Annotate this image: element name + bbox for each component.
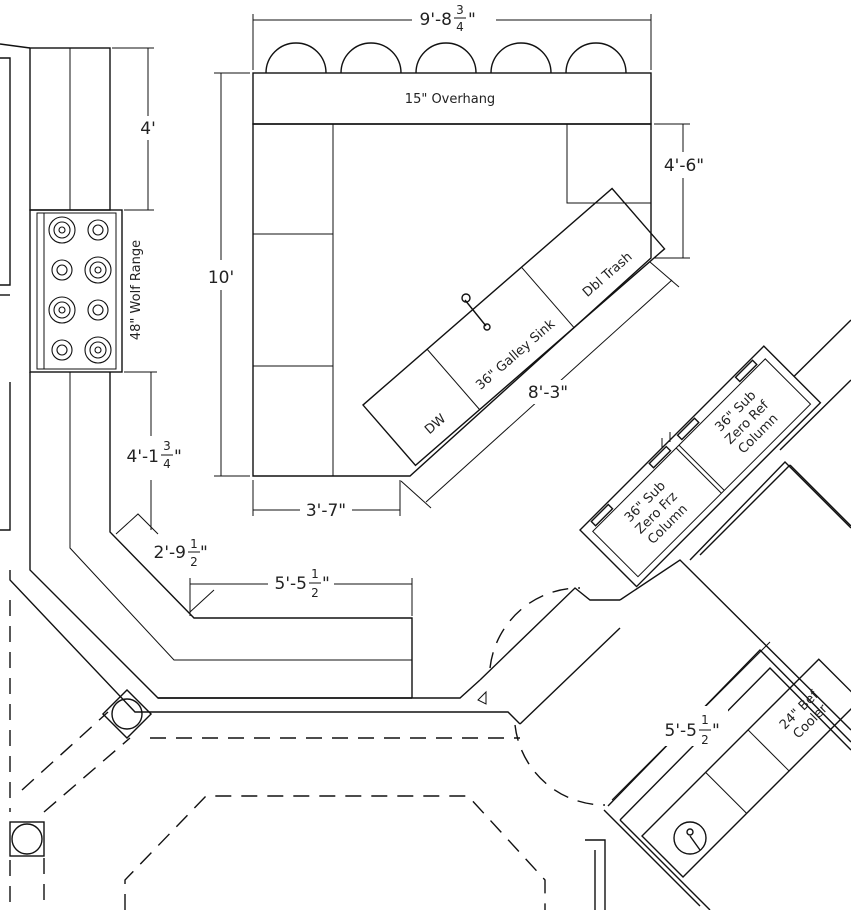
left-top-dim: 4'	[112, 47, 162, 211]
svg-text:1: 1	[190, 537, 198, 551]
svg-text:3: 3	[163, 439, 171, 453]
faucet-icon	[461, 293, 491, 331]
svg-text:5'-5: 5'-5	[665, 721, 697, 741]
left-counter: 48" Wolf Range 4' 4'-1 3 4 "	[0, 43, 521, 725]
svg-text:9'-8: 9'-8	[420, 10, 452, 30]
svg-text:2: 2	[190, 555, 198, 569]
left-mid-dim: 4'-1 3 4 "	[120, 371, 182, 530]
overhang-label: 15" Overhang	[405, 92, 495, 107]
bar-stools	[265, 42, 627, 74]
svg-text:2: 2	[311, 586, 319, 600]
island-right-dim: 4'-6"	[654, 123, 712, 259]
burner-icons	[48, 216, 112, 364]
dashed-room-outline	[9, 600, 546, 910]
wolf-range: 48" Wolf Range	[29, 209, 144, 373]
refrigeration-columns: 36" Sub Zero Frz Column 36" Sub Zero Ref…	[579, 345, 822, 588]
bar-run-dim: 5'-5 1 2 "	[611, 641, 771, 801]
svg-text:4'-1: 4'-1	[127, 447, 159, 467]
svg-text:": "	[468, 10, 476, 30]
svg-text:": "	[200, 543, 208, 563]
svg-text:4': 4'	[140, 119, 156, 139]
svg-text:4: 4	[163, 457, 171, 471]
svg-text:": "	[712, 721, 720, 741]
corner-dim: 2'-9 1 2 "	[115, 513, 208, 572]
svg-text:5'-5: 5'-5	[275, 574, 307, 594]
svg-text:10': 10'	[208, 268, 234, 288]
island-height-dim: 10'	[205, 72, 250, 477]
island-width-dim: 9'-8 3 4 "	[252, 3, 652, 70]
svg-text:4'-6": 4'-6"	[664, 156, 704, 176]
dw-label: DW	[422, 411, 449, 437]
svg-text:": "	[174, 447, 182, 467]
svg-text:4: 4	[456, 20, 464, 34]
svg-text:1: 1	[701, 713, 709, 727]
svg-text:": "	[322, 574, 330, 594]
svg-text:3: 3	[456, 3, 464, 17]
svg-text:2: 2	[701, 733, 709, 747]
svg-text:3'-7": 3'-7"	[306, 501, 346, 521]
structural-posts	[9, 688, 153, 857]
bar-sink-icon	[673, 821, 707, 855]
lower-run-dim: 5'-5 1 2 "	[189, 567, 413, 616]
trash-label: Dbl Trash	[580, 250, 635, 301]
svg-text:1: 1	[311, 567, 319, 581]
island-outline	[252, 123, 652, 477]
range-label: 48" Wolf Range	[129, 240, 144, 340]
svg-text:8'-3": 8'-3"	[528, 383, 568, 403]
island: 15" Overhang DW 36" Galley Sink Dbl Tras…	[205, 3, 712, 522]
island-bottom-dim: 3'-7"	[252, 480, 401, 522]
svg-text:2'-9: 2'-9	[154, 543, 186, 563]
island-diagonal-dim: 8'-3"	[400, 261, 680, 509]
